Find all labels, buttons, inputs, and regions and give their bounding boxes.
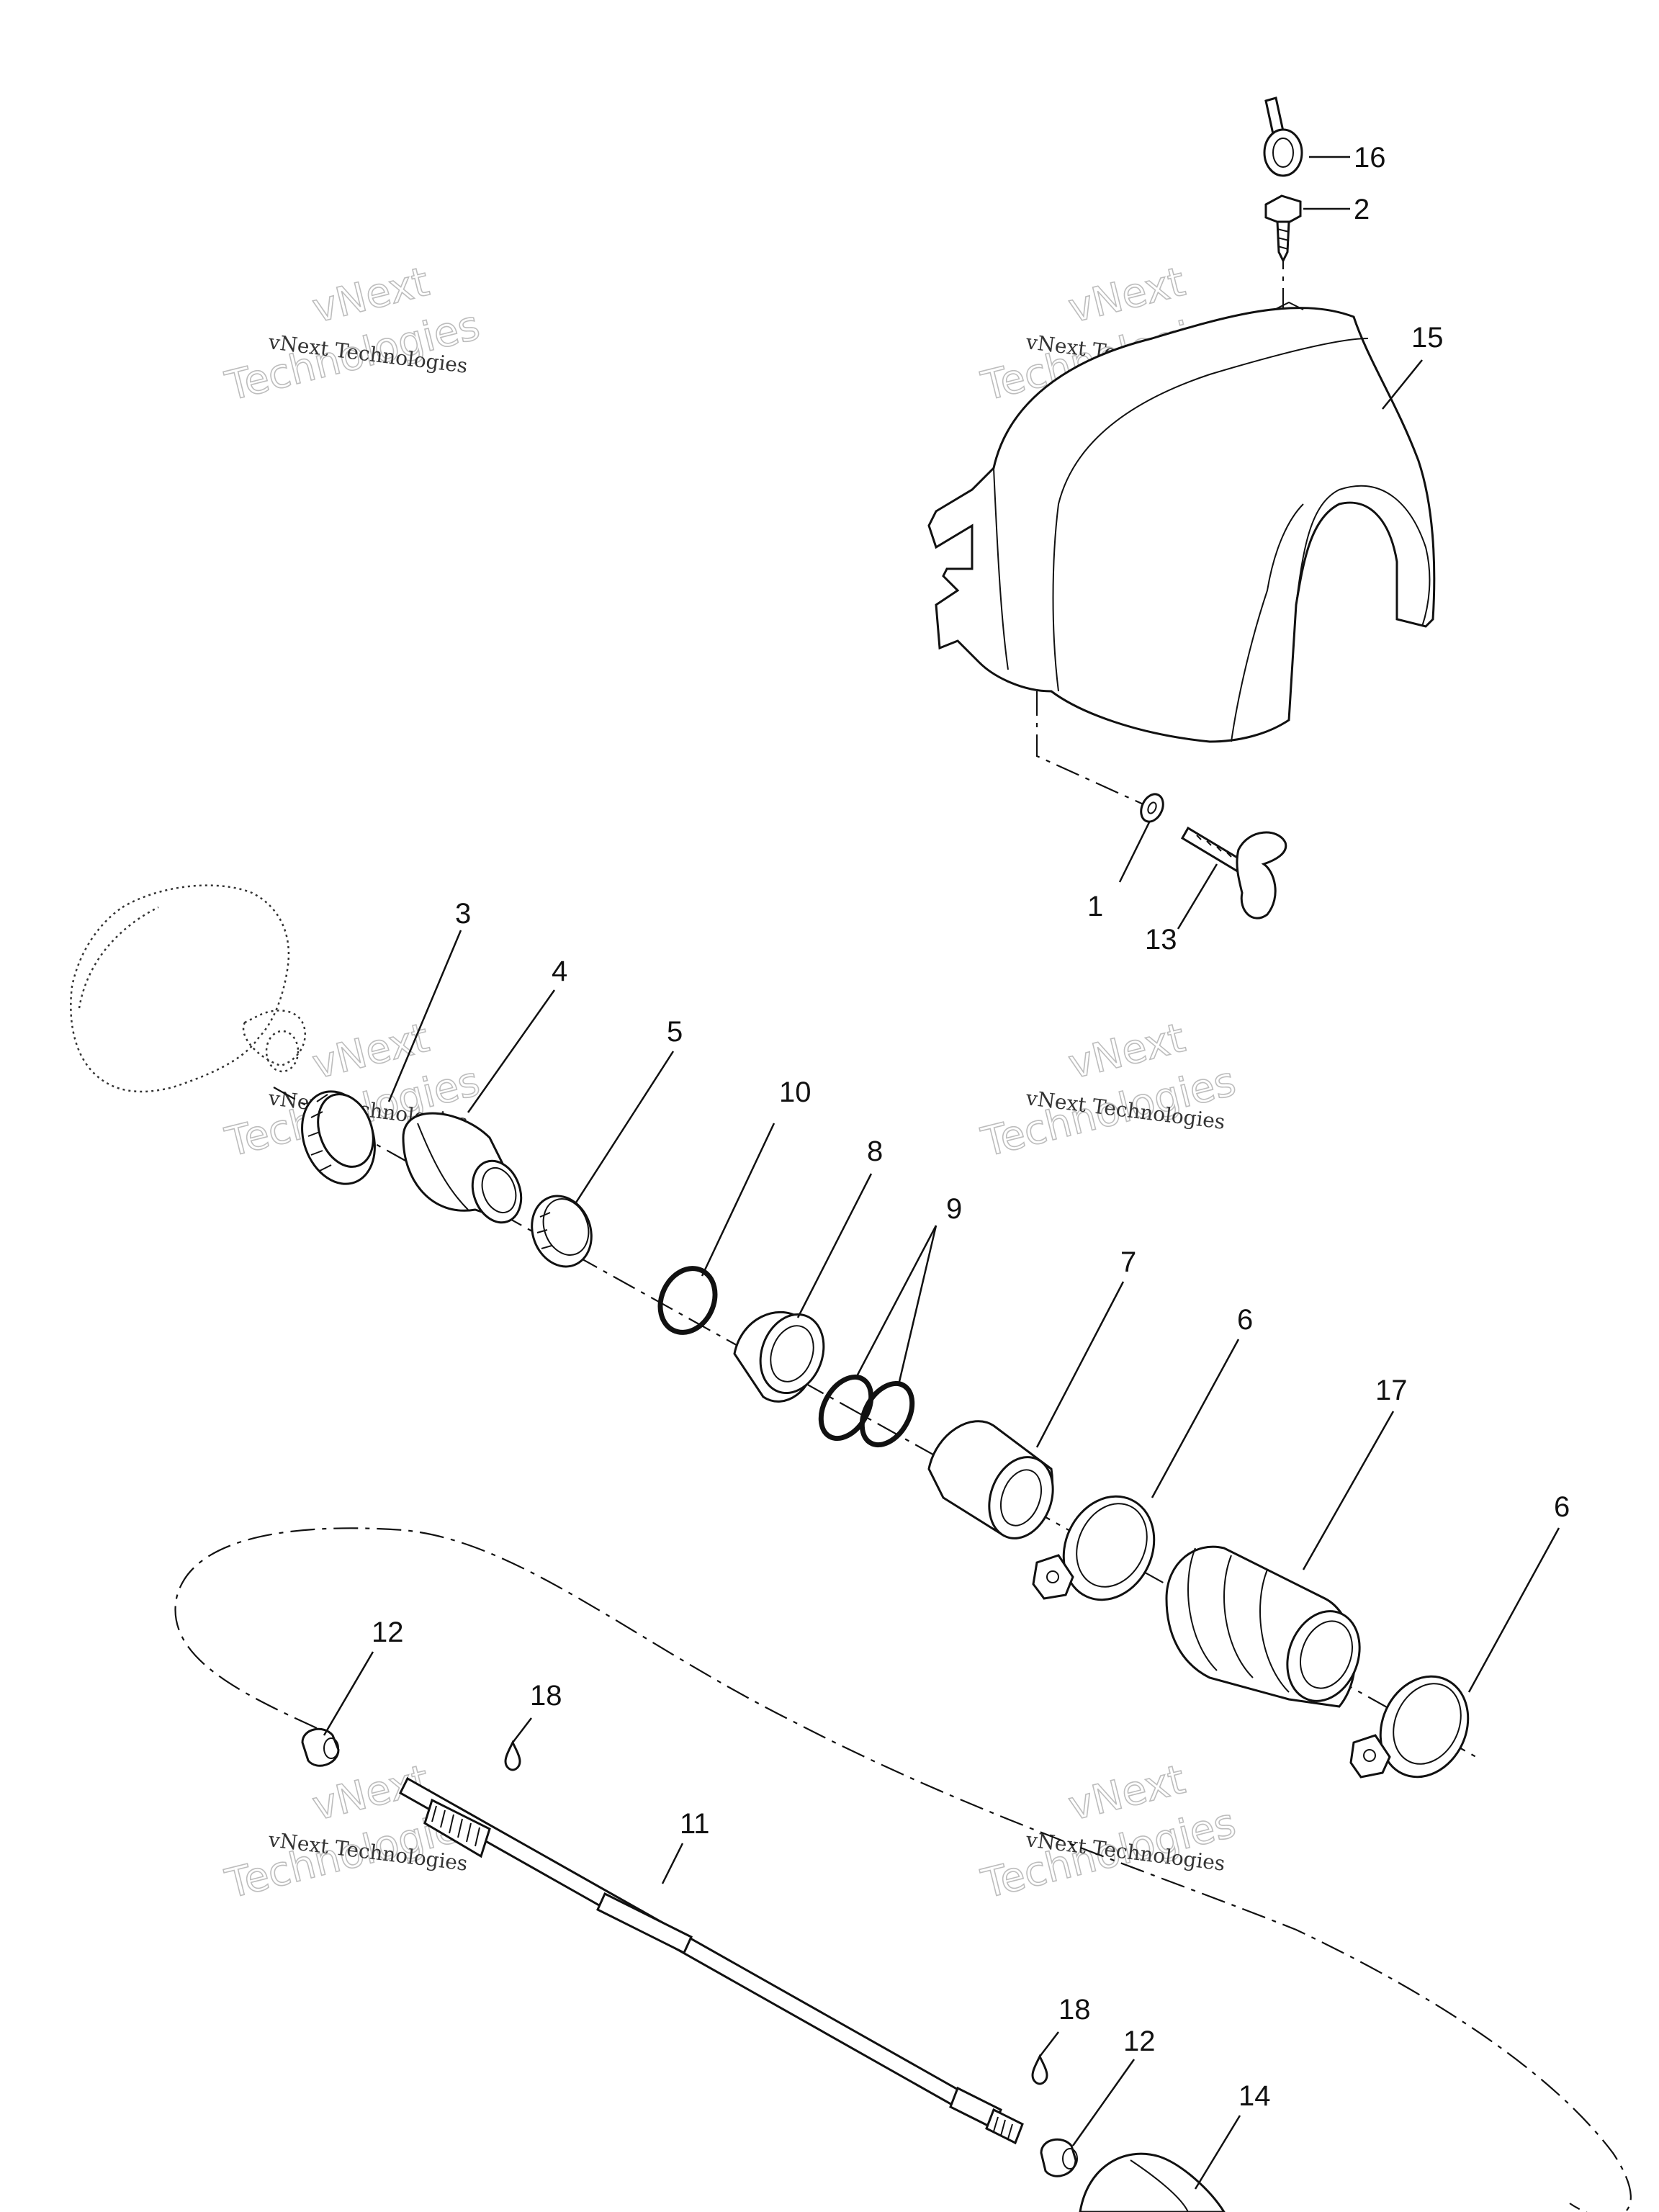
part-3-clamp: [301, 1090, 376, 1185]
part-17-bellows: [1165, 1545, 1361, 1708]
part-8-bushing: [733, 1310, 825, 1403]
callout-13: 13: [1145, 924, 1177, 956]
part-18-grease-drop-upper: [504, 1740, 521, 1771]
part-18-grease-drop-lower: [1031, 2054, 1048, 2085]
callout-18-lower: 18: [1058, 1994, 1091, 2026]
callout-10: 10: [779, 1076, 811, 1108]
part-14-boot: [1079, 2152, 1226, 2212]
callout-2: 2: [1354, 194, 1370, 225]
callout-12-lower: 12: [1123, 2026, 1156, 2057]
part-7-sleeve: [927, 1420, 1054, 1539]
part-5-ring: [531, 1195, 593, 1268]
callout-3: 3: [455, 898, 471, 930]
callout-9: 9: [946, 1193, 962, 1225]
callout-8: 8: [867, 1136, 883, 1167]
part-12-nut-lower: [1040, 2138, 1078, 2177]
callouts: 16 2 15 1 13 3 4 5 10 8 9 7 6 17 6 12 18…: [372, 142, 1570, 2112]
callout-12-upper: 12: [372, 1617, 404, 1648]
callout-5: 5: [667, 1016, 683, 1048]
callout-16: 16: [1354, 142, 1386, 174]
callout-18-upper: 18: [530, 1680, 562, 1712]
part-9-o-ring-a: [818, 1374, 874, 1442]
part-16-cable-tie: [1263, 96, 1303, 177]
shaft-loop-line: [174, 1527, 1632, 2212]
part-10-o-ring: [657, 1266, 718, 1335]
callout-1: 1: [1087, 891, 1103, 922]
part-2-screw: [1264, 194, 1302, 264]
callout-17: 17: [1375, 1375, 1408, 1406]
part-1-washer: [1140, 793, 1164, 823]
part-9-o-ring-b: [859, 1380, 915, 1448]
callout-4: 4: [552, 956, 567, 987]
watermark-top-left: vNext Technologies vNext Technologies: [220, 258, 485, 410]
part-13-wing-bolt: [1180, 826, 1287, 920]
callout-11: 11: [680, 1808, 710, 1840]
callout-6-lower: 6: [1554, 1491, 1570, 1523]
callout-7: 7: [1120, 1246, 1136, 1278]
part-11-drive-shaft: [399, 1776, 1024, 2145]
part-6-hose-clamp-lower: [1349, 1675, 1470, 1779]
leader-lines: [323, 156, 1560, 2190]
part-4-boot: [402, 1112, 523, 1224]
callout-14: 14: [1238, 2080, 1271, 2112]
part-15-cover: [927, 301, 1436, 743]
part-12-nut-upper: [301, 1727, 340, 1767]
gearbox-reference: [70, 884, 306, 1093]
callout-6-upper: 6: [1237, 1304, 1253, 1336]
part-6-hose-clamp-upper: [1032, 1495, 1156, 1601]
watermark-mid-right: vNext Technologies vNext Technologies: [976, 1014, 1241, 1166]
callout-15: 15: [1411, 322, 1444, 354]
watermark-bottom-right: vNext Technologies vNext Technologies: [976, 1755, 1241, 1908]
